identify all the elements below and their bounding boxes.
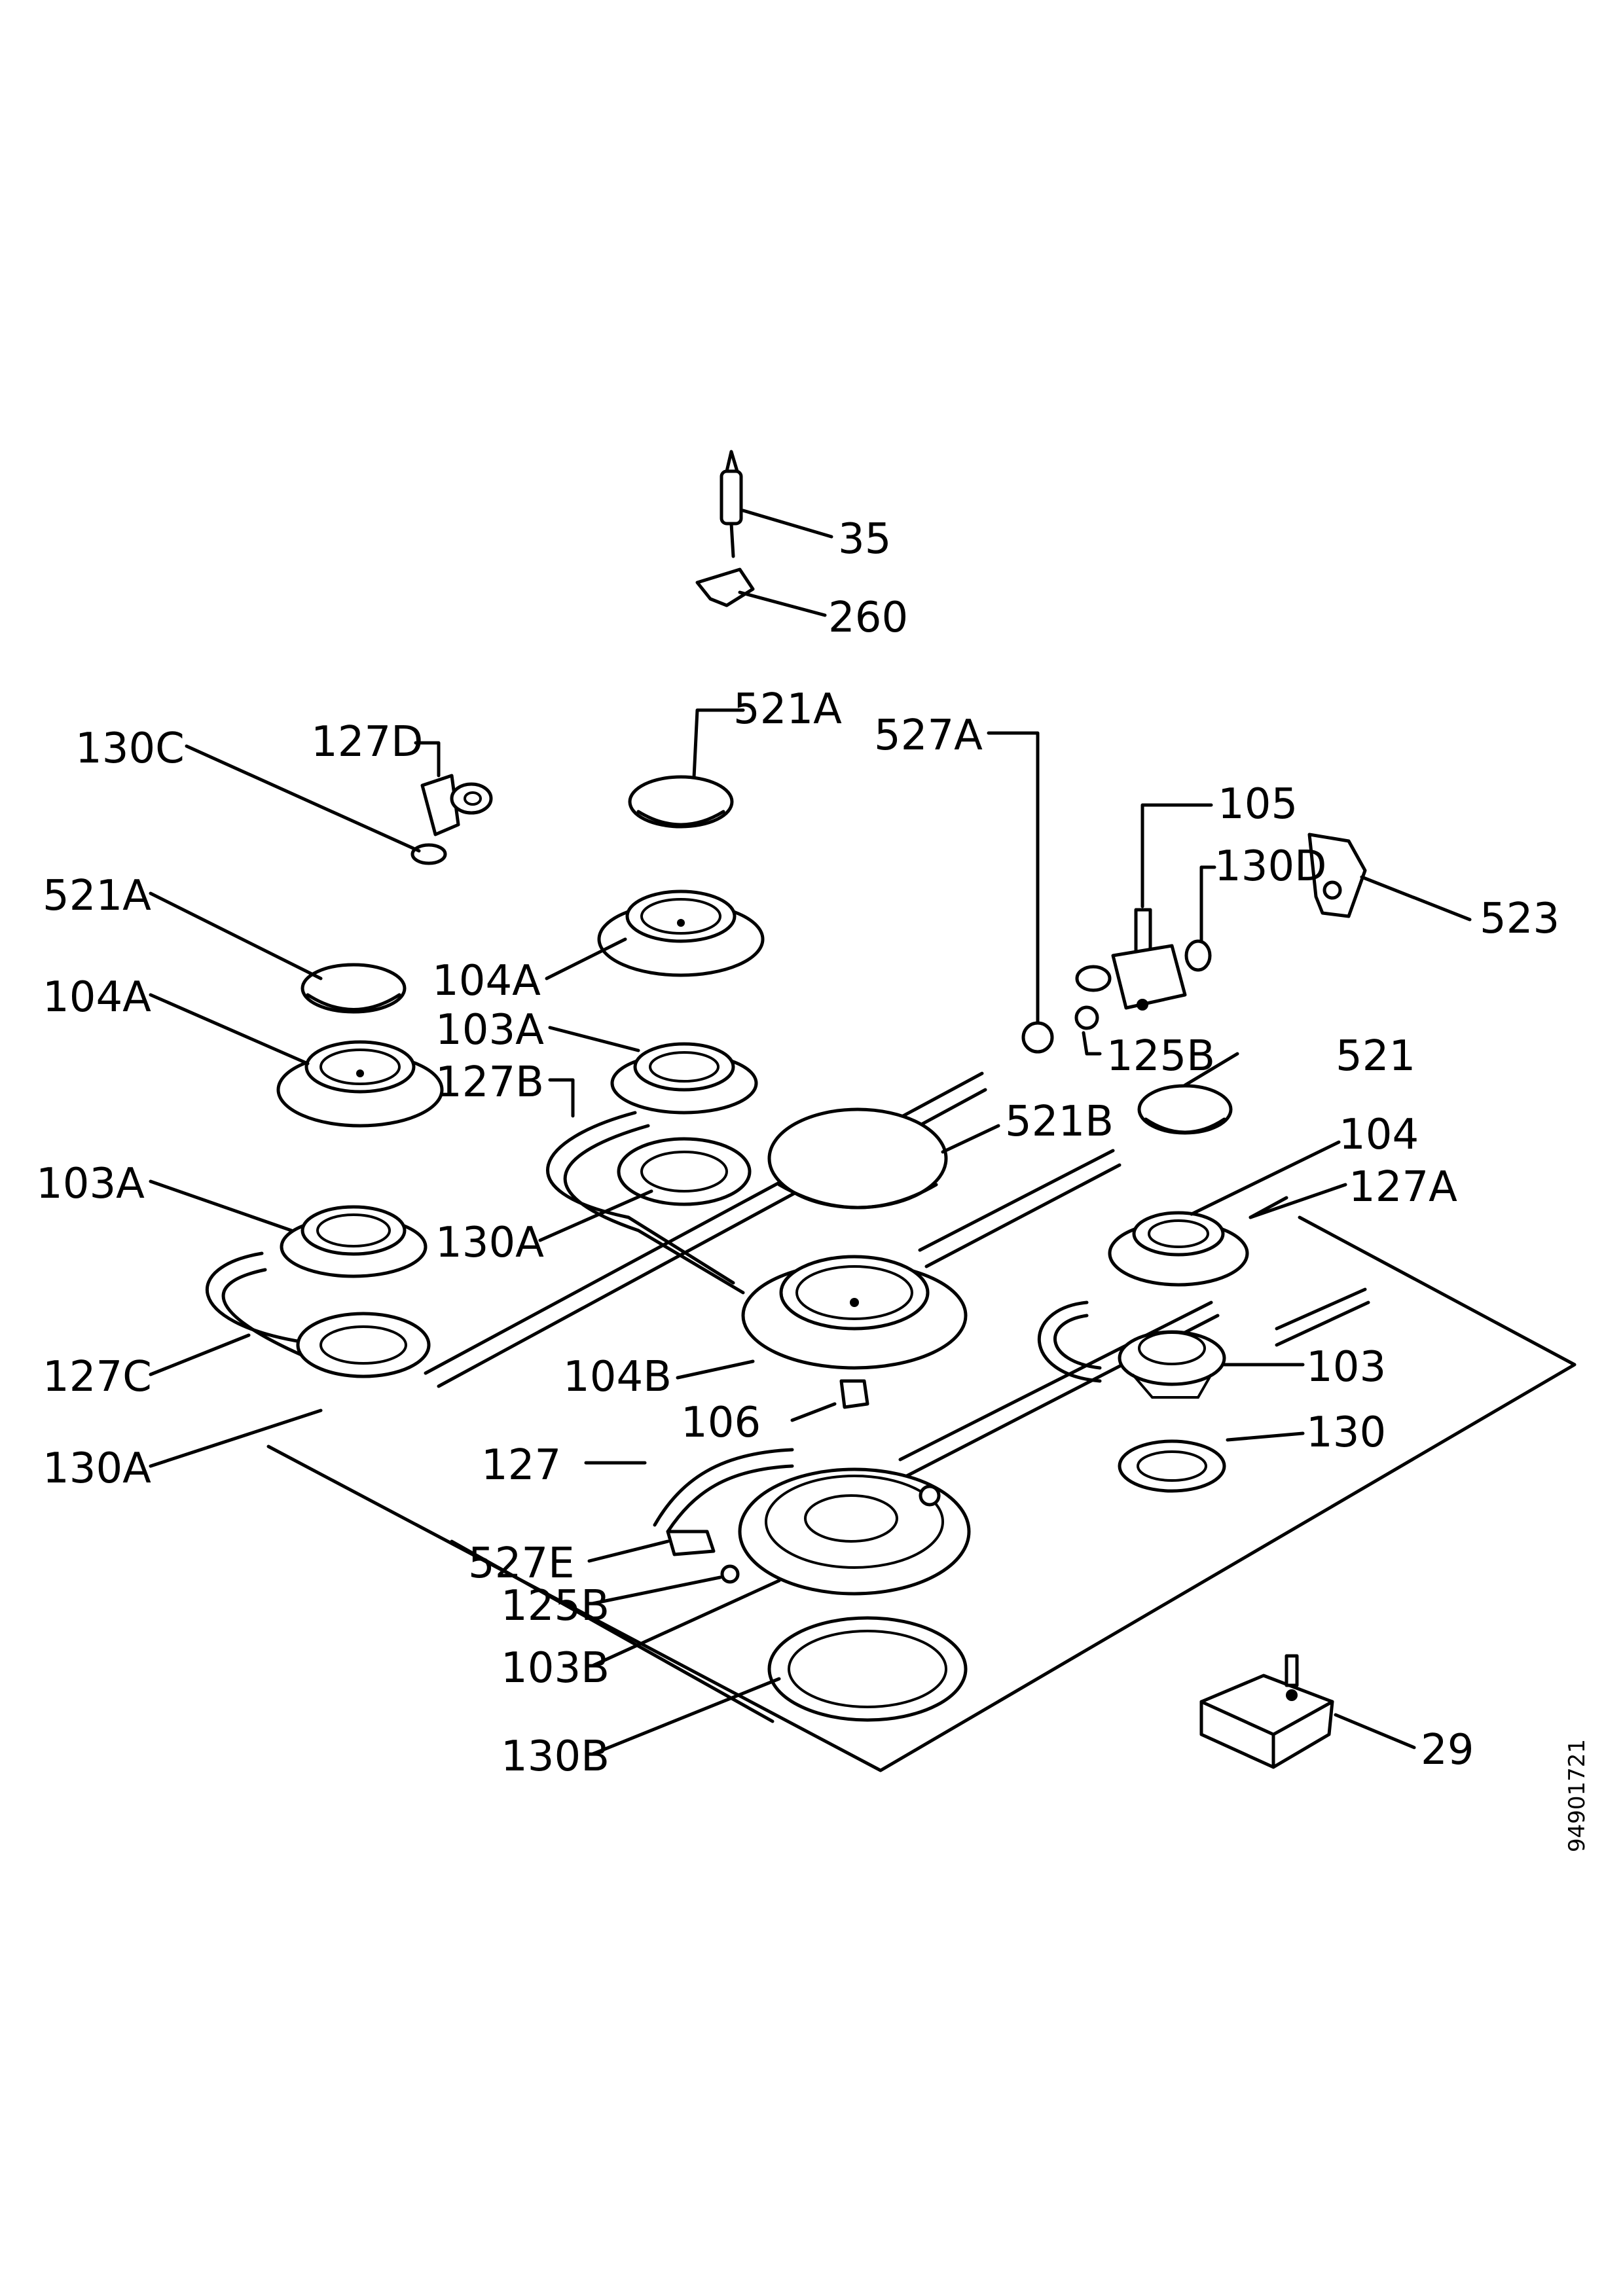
label-130a-left: 130A — [43, 1444, 151, 1493]
part-105-valve — [1075, 908, 1187, 1011]
label-127a: 127A — [1349, 1163, 1457, 1211]
gas-pipes — [205, 1071, 1370, 1534]
part-130d-washer — [1184, 939, 1212, 972]
part-130-ring — [1118, 1439, 1226, 1493]
part-104-burner — [1108, 1211, 1249, 1287]
part-29-block — [1199, 1654, 1334, 1769]
leader-lines — [149, 509, 1472, 1756]
part-103a-body-mid — [610, 1042, 758, 1115]
label-103: 103 — [1306, 1343, 1386, 1391]
part-103a-body-left — [280, 1205, 428, 1278]
part-104a-burner-mid — [597, 889, 765, 977]
part-130a-ring-left — [296, 1312, 431, 1378]
part-521-cap — [1137, 1084, 1233, 1135]
part-104a-burner-left — [276, 1040, 444, 1128]
part-130c-washer — [410, 843, 447, 865]
label-104a-left: 104A — [43, 973, 151, 1022]
label-527e: 527E — [468, 1539, 575, 1588]
label-105: 105 — [1218, 780, 1298, 829]
part-125b-top — [1074, 1005, 1099, 1030]
part-521a-cap-left — [301, 963, 407, 1014]
label-130a-mid: 130A — [435, 1219, 544, 1267]
label-127: 127 — [481, 1441, 561, 1490]
part-521a-cap-top — [628, 775, 734, 829]
hob-outline — [266, 1215, 1577, 1772]
label-35: 35 — [838, 515, 891, 564]
label-130d: 130D — [1214, 842, 1326, 891]
label-127d: 127D — [311, 718, 423, 766]
label-521a-top: 521A — [733, 685, 842, 734]
label-125b-bottom: 125B — [501, 1582, 610, 1630]
part-35-electrode — [720, 450, 743, 558]
label-521b: 521B — [1005, 1098, 1114, 1146]
label-104a-mid: 104A — [432, 957, 541, 1005]
label-260: 260 — [828, 594, 908, 642]
part-130a-ring-mid — [617, 1137, 752, 1206]
label-521a-left: 521A — [43, 872, 151, 920]
label-103a-mid: 103A — [435, 1006, 544, 1054]
part-103b-body — [738, 1467, 971, 1596]
part-527e-fitting — [666, 1530, 716, 1556]
label-125b-top: 125B — [1106, 1032, 1215, 1081]
label-127c: 127C — [43, 1353, 152, 1401]
part-130b-ring — [767, 1616, 968, 1722]
part-521b-cap — [767, 1107, 948, 1210]
label-523: 523 — [1480, 895, 1559, 943]
part-104b-burner — [741, 1255, 968, 1370]
label-130c: 130C — [75, 725, 185, 773]
label-527a: 527A — [874, 711, 983, 760]
part-106-injector — [839, 1379, 869, 1409]
label-130b: 130B — [501, 1732, 610, 1781]
label-521: 521 — [1336, 1032, 1415, 1081]
label-106: 106 — [681, 1399, 761, 1447]
part-103-body — [1118, 1330, 1226, 1399]
label-29: 29 — [1421, 1726, 1474, 1774]
label-130: 130 — [1306, 1408, 1386, 1457]
label-104: 104 — [1339, 1111, 1419, 1159]
label-103b: 103B — [501, 1644, 610, 1693]
label-127b: 127B — [435, 1058, 544, 1107]
part-127d-elbow — [420, 774, 493, 836]
label-104b: 104B — [563, 1353, 672, 1401]
part-125b-bottom — [720, 1564, 740, 1584]
part-260-clip — [695, 567, 755, 607]
part-labels: 35 260 521A 527A 130C 127D 105 130D 523 … — [36, 515, 1590, 1852]
part-523-bracket — [1307, 833, 1367, 918]
part-527a-nut — [1021, 1021, 1054, 1054]
label-103a-left: 103A — [36, 1160, 145, 1208]
document-number: 94901721 — [1564, 1739, 1590, 1852]
